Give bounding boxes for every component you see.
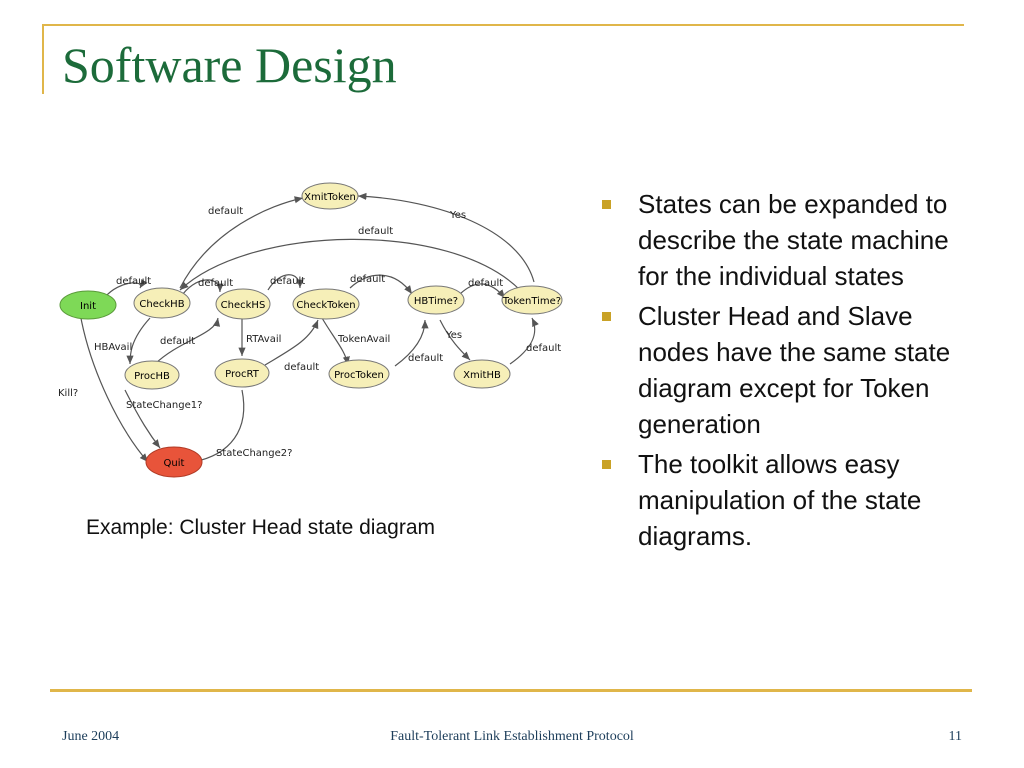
edge-label-default: default — [284, 362, 319, 373]
state-init: Init — [59, 290, 117, 320]
bullet-list: States can be expanded to describe the s… — [600, 186, 980, 558]
state-quit: Quit — [145, 446, 203, 478]
edge-tokentime-xmittoken — [357, 192, 535, 283]
state-xmithb: XmitHB — [453, 359, 511, 389]
title-frame-top-rule — [42, 24, 964, 26]
diagram-edge-labels: default Yes default default default defa… — [58, 206, 561, 459]
edge-checkhb-prochb — [126, 317, 151, 365]
state-label: ProcHB — [134, 371, 170, 382]
title-frame-left-rule — [42, 24, 44, 94]
state-label: ProcToken — [334, 370, 384, 381]
state-label: XmitToken — [304, 192, 356, 203]
state-prochb: ProcHB — [124, 360, 180, 390]
edge-label-default: default — [160, 336, 195, 347]
slide-title: Software Design — [62, 37, 397, 93]
state-diagram: default Yes default default default defa… — [58, 182, 563, 478]
state-label: XmitHB — [463, 370, 501, 381]
state-label: CheckToken — [296, 300, 355, 311]
edge-label-default: default — [468, 278, 503, 289]
edge-label-statechange1: StateChange1? — [126, 400, 202, 411]
edge-label-rtavail: RTAvail — [246, 334, 281, 345]
edge-init-checkhb — [104, 278, 148, 298]
edge-label-default: default — [358, 226, 393, 237]
edge-label-default: default — [208, 206, 243, 217]
state-label: HBTime? — [414, 296, 458, 307]
state-checkhb: CheckHB — [133, 287, 191, 319]
edge-hbtime-xmithb — [439, 319, 471, 361]
state-checktoken: CheckToken — [292, 288, 360, 320]
state-label: Init — [80, 301, 96, 312]
diagram-states: XmitToken Init CheckHB CheckHS CheckToke… — [59, 182, 563, 478]
square-bullet-icon — [602, 312, 611, 321]
edge-checkhb-checkhs — [179, 279, 224, 299]
state-procrt: ProcRT — [214, 358, 270, 388]
edge-tokentime-checkhb — [179, 238, 521, 291]
edge-procrt-quit — [192, 389, 245, 464]
bullet-text: States can be expanded to describe the s… — [638, 189, 949, 291]
state-proctoken: ProcToken — [328, 359, 390, 389]
edge-label-yes: Yes — [445, 330, 462, 341]
state-hbtime: HBTime? — [407, 285, 465, 315]
edge-label-hbavail: HBAvail — [94, 342, 132, 353]
edge-label-kill: Kill? — [58, 388, 78, 399]
diagram-edges — [79, 192, 539, 464]
edge-hbtime-tokentime — [459, 283, 506, 299]
edge-label-default: default — [408, 353, 443, 364]
footer-title: Fault-Tolerant Link Establishment Protoc… — [390, 729, 634, 744]
state-checkhs: CheckHS — [215, 288, 271, 320]
edge-checkhs-checktoken — [267, 274, 304, 291]
footer-date: June 2004 — [62, 729, 120, 744]
state-label: CheckHB — [139, 299, 184, 310]
state-xmittoken: XmitToken — [301, 182, 359, 210]
edge-procrt-checktoken — [264, 319, 319, 366]
edge-init-quit — [79, 312, 149, 463]
edge-label-default: default — [198, 278, 233, 289]
edge-label-tokenavail: TokenAvail — [337, 334, 390, 345]
edge-xmithb-tokentime — [509, 317, 539, 365]
bullet-item: Cluster Head and Slave nodes have the sa… — [600, 298, 980, 442]
edge-checktoken-hbtime — [349, 274, 413, 295]
bullet-text: Cluster Head and Slave nodes have the sa… — [638, 301, 951, 439]
square-bullet-icon — [602, 460, 611, 469]
state-label: TokenTime? — [502, 296, 561, 307]
bullet-item: The toolkit allows easy manipulation of … — [600, 446, 980, 554]
diagram-caption: Example: Cluster Head state diagram — [86, 516, 435, 539]
footer-rule — [50, 689, 972, 692]
bullet-item: States can be expanded to describe the s… — [600, 186, 980, 294]
state-label: CheckHS — [221, 300, 266, 311]
edge-label-default: default — [116, 276, 151, 287]
state-label: Quit — [164, 458, 185, 469]
edge-label-yes: Yes — [449, 210, 466, 221]
square-bullet-icon — [602, 200, 611, 209]
edge-prochb-quit — [124, 389, 161, 449]
edge-label-statechange2: StateChange2? — [216, 448, 292, 459]
edge-prochb-checkhb — [154, 317, 221, 365]
state-label: ProcRT — [225, 369, 260, 380]
state-tokentime: TokenTime? — [501, 285, 563, 315]
edge-label-default: default — [270, 276, 305, 287]
edge-proctoken-hbtime — [394, 319, 429, 367]
edge-label-default: default — [350, 274, 385, 285]
bullet-text: The toolkit allows easy manipulation of … — [638, 449, 922, 551]
edge-checkhb-xmittoken — [179, 196, 304, 289]
slide-number: 11 — [948, 729, 962, 744]
edge-label-default: default — [526, 343, 561, 354]
